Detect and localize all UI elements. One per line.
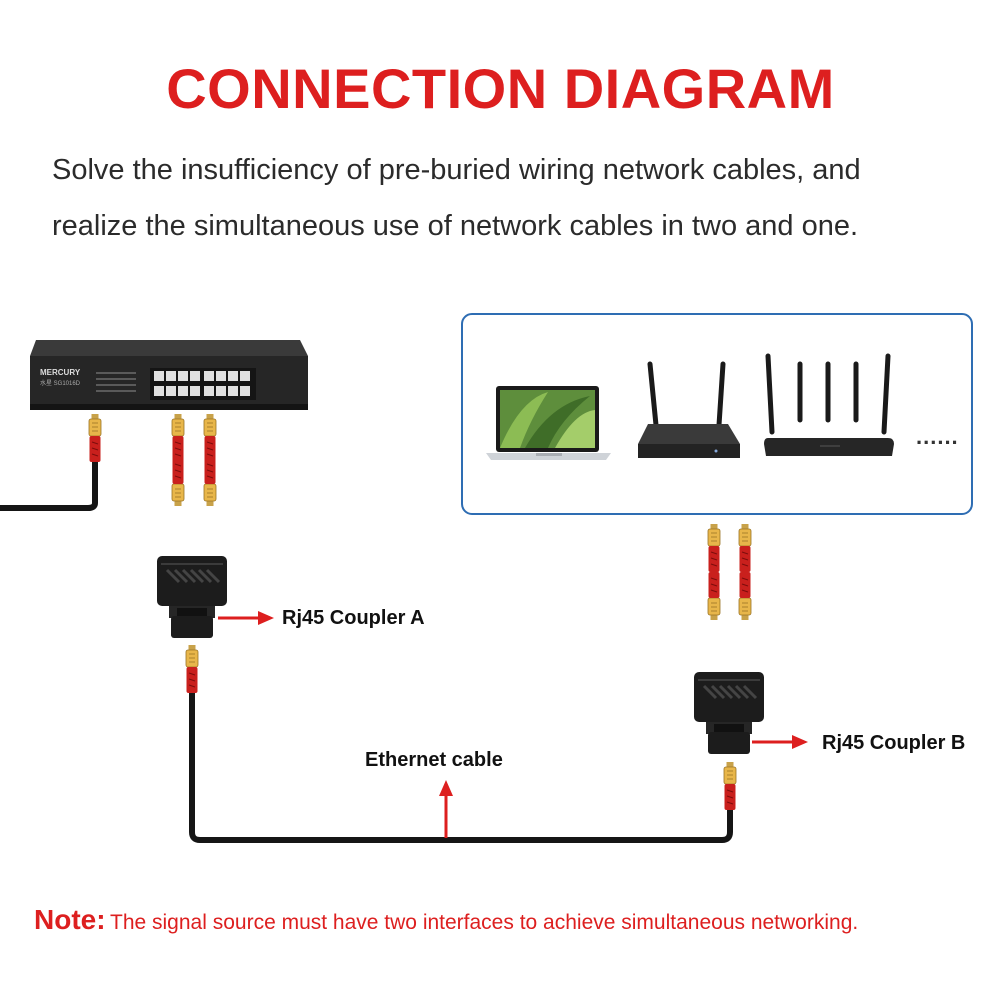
note-key: Note:: [34, 904, 106, 935]
subtitle-line-2: realize the simultaneous use of network …: [52, 210, 859, 242]
ethernet-cable-label: Ethernet cable: [365, 749, 503, 771]
coupler-a-label: Rj45 Coupler A: [282, 607, 425, 629]
switch-model: 水星 SG1016D: [40, 379, 81, 387]
rj45-coupler-a: [155, 554, 229, 640]
coupler-b-label: Rj45 Coupler B: [822, 732, 966, 754]
subtitle-line-1: Solve the insufficiency of pre-buried wi…: [52, 154, 861, 186]
diagram-title: CONNECTION DIAGRAM: [166, 57, 835, 120]
coupler-b-output-cables: [707, 523, 752, 621]
router-five-antenna-icon: [764, 353, 894, 456]
coupler-b-arrow: [750, 733, 810, 751]
uplink-cable: [0, 413, 102, 511]
devices-box: [461, 313, 973, 515]
more-devices-ellipsis: ......: [916, 424, 959, 449]
network-switch: [30, 340, 308, 410]
switch-to-coupler-a-cables: [171, 413, 217, 507]
switch-brand: MERCURY: [40, 368, 81, 377]
coupler-a-arrow: [216, 609, 276, 627]
note-text: The signal source must have two interfac…: [110, 911, 859, 934]
laptop-icon: [486, 386, 611, 460]
ethernet-cable: [185, 644, 737, 843]
note: Note: The signal source must have two in…: [34, 904, 858, 936]
ethernet-cable-arrow: [439, 780, 453, 838]
router-two-antenna-icon: [638, 361, 740, 458]
